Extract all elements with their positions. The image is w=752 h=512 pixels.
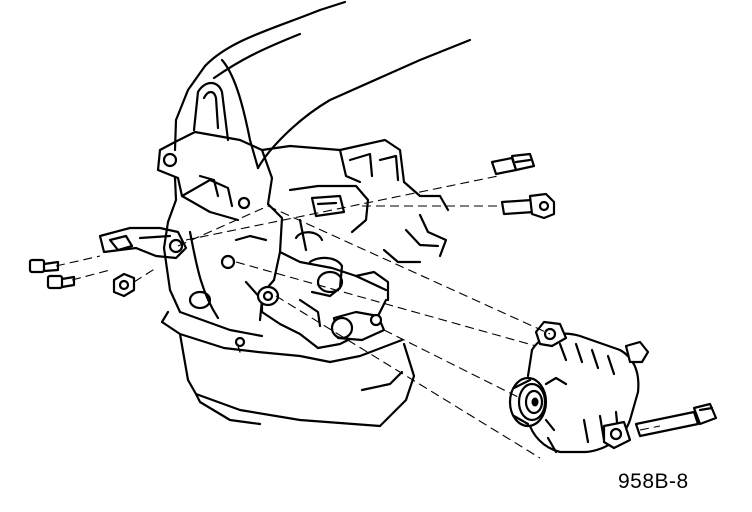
timing-cover-bracket [256, 184, 390, 350]
arm-bolt-1 [28, 258, 60, 274]
arm-nut [112, 272, 136, 298]
engine-cylinder-head [156, 130, 450, 264]
arm-bolt-2 [46, 274, 76, 290]
pivot-bolt [500, 192, 556, 220]
engine-valve-cover [173, 0, 472, 170]
engine-block-side [162, 230, 268, 338]
oil-pan [160, 310, 416, 428]
alignment-lines [55, 175, 661, 459]
alternator-through-bolt [634, 402, 718, 438]
adjusting-arm [98, 226, 188, 260]
upper-mount-bolt [490, 152, 536, 176]
alternator [508, 320, 650, 454]
figure-code: 958B-8 [618, 470, 689, 493]
